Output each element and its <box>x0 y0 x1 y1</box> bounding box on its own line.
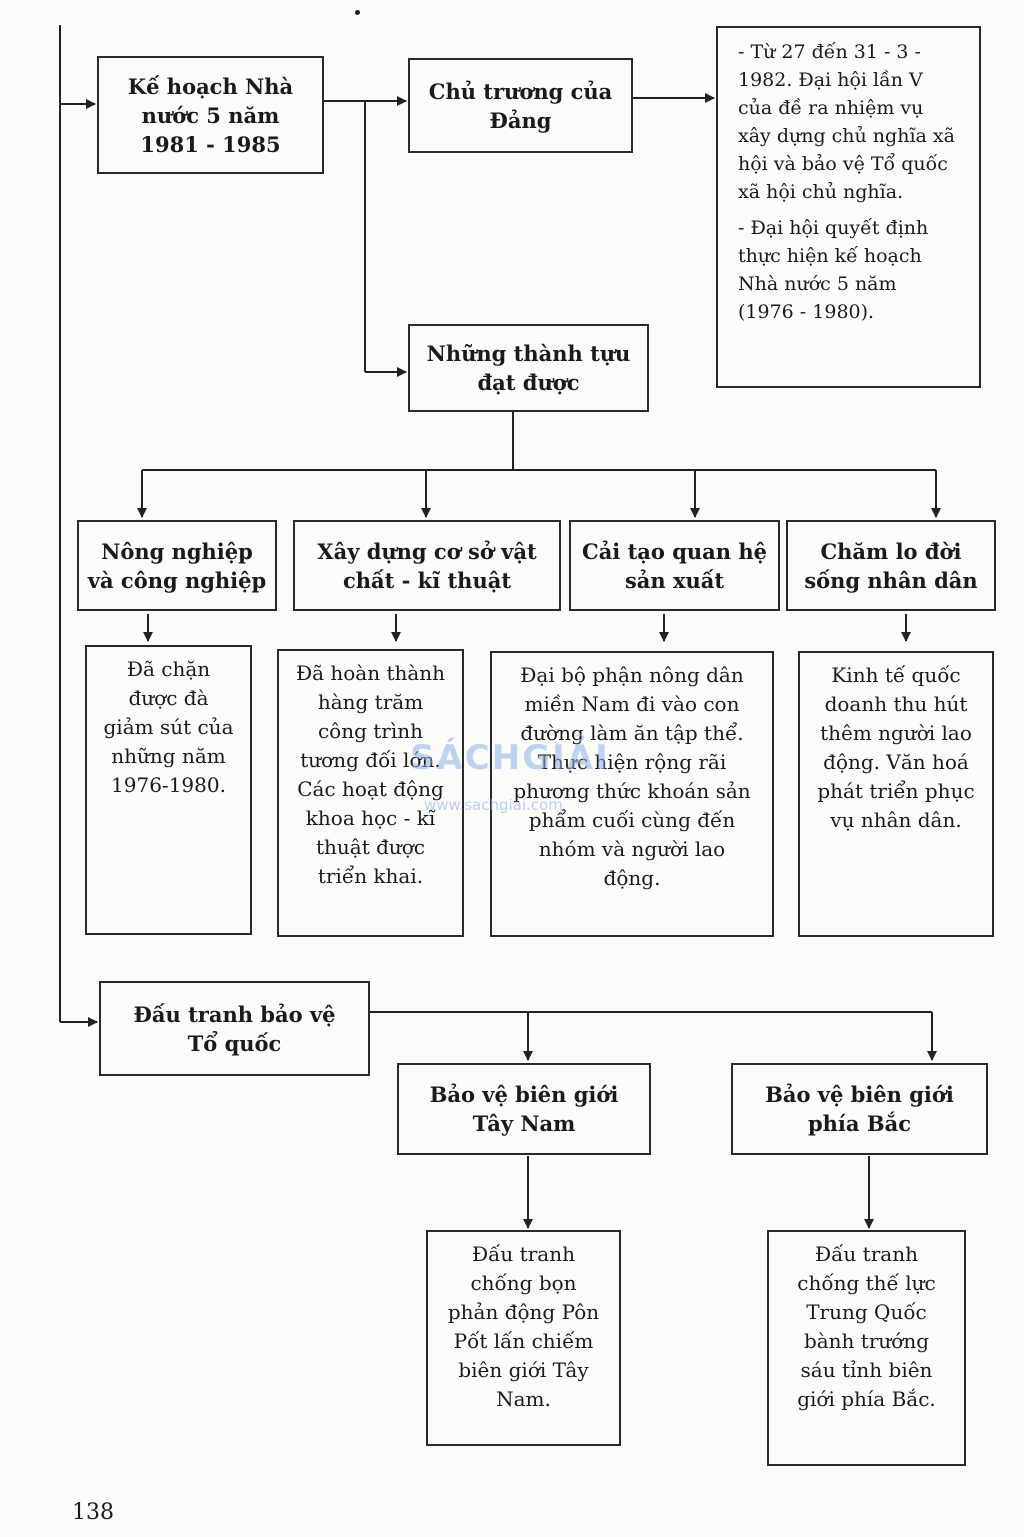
agriculture-industry-box: Nông nghiệp và công nghiệp <box>77 520 277 611</box>
agriculture-industry-detail: Đã chặn được đà giảm sút của những năm 1… <box>85 645 252 935</box>
livelihood-box: Chăm lo đời sống nhân dân <box>786 520 996 611</box>
achievements-box: Những thành tựu đạt được <box>408 324 649 412</box>
north-border-detail: Đấu tranh chống thế lực Trung Quốc bành … <box>767 1230 966 1466</box>
watermark-url: www.sachgiai.com <box>424 796 563 814</box>
party-policy-notes: - Từ 27 đến 31 - 3 - 1982. Đại hội lần V… <box>716 26 981 388</box>
defense-box: Đấu tranh bảo vệ Tổ quốc <box>99 981 370 1076</box>
stray-dot <box>355 10 360 15</box>
production-relations-detail: Đại bộ phận nông dân miền Nam đi vào con… <box>490 651 774 937</box>
southwest-border-box: Bảo vệ biên giới Tây Nam <box>397 1063 651 1155</box>
decision-note: - Đại hội quyết định thực hiện kế hoạch … <box>738 217 929 323</box>
party-policy-box: Chủ trương của Đảng <box>408 58 633 153</box>
southwest-border-detail: Đấu tranh chống bọn phản động Pôn Pốt lấ… <box>426 1230 621 1446</box>
infrastructure-box: Xây dựng cơ sở vật chất - kĩ thuật <box>293 520 561 611</box>
north-border-box: Bảo vệ biên giới phía Bắc <box>731 1063 988 1155</box>
page-number: 138 <box>72 1500 114 1525</box>
livelihood-detail: Kinh tế quốc doanh thu hút thêm người la… <box>798 651 994 937</box>
congress-note: - Từ 27 đến 31 - 3 - 1982. Đại hội lần V… <box>738 41 955 203</box>
plan-box: Kế hoạch Nhà nước 5 năm 1981 - 1985 <box>97 56 324 174</box>
production-relations-box: Cải tạo quan hệ sản xuất <box>569 520 780 611</box>
infrastructure-detail: Đã hoàn thành hàng trăm công trình tương… <box>277 649 464 937</box>
watermark-logo: SÁCHGIẢI <box>410 738 610 778</box>
